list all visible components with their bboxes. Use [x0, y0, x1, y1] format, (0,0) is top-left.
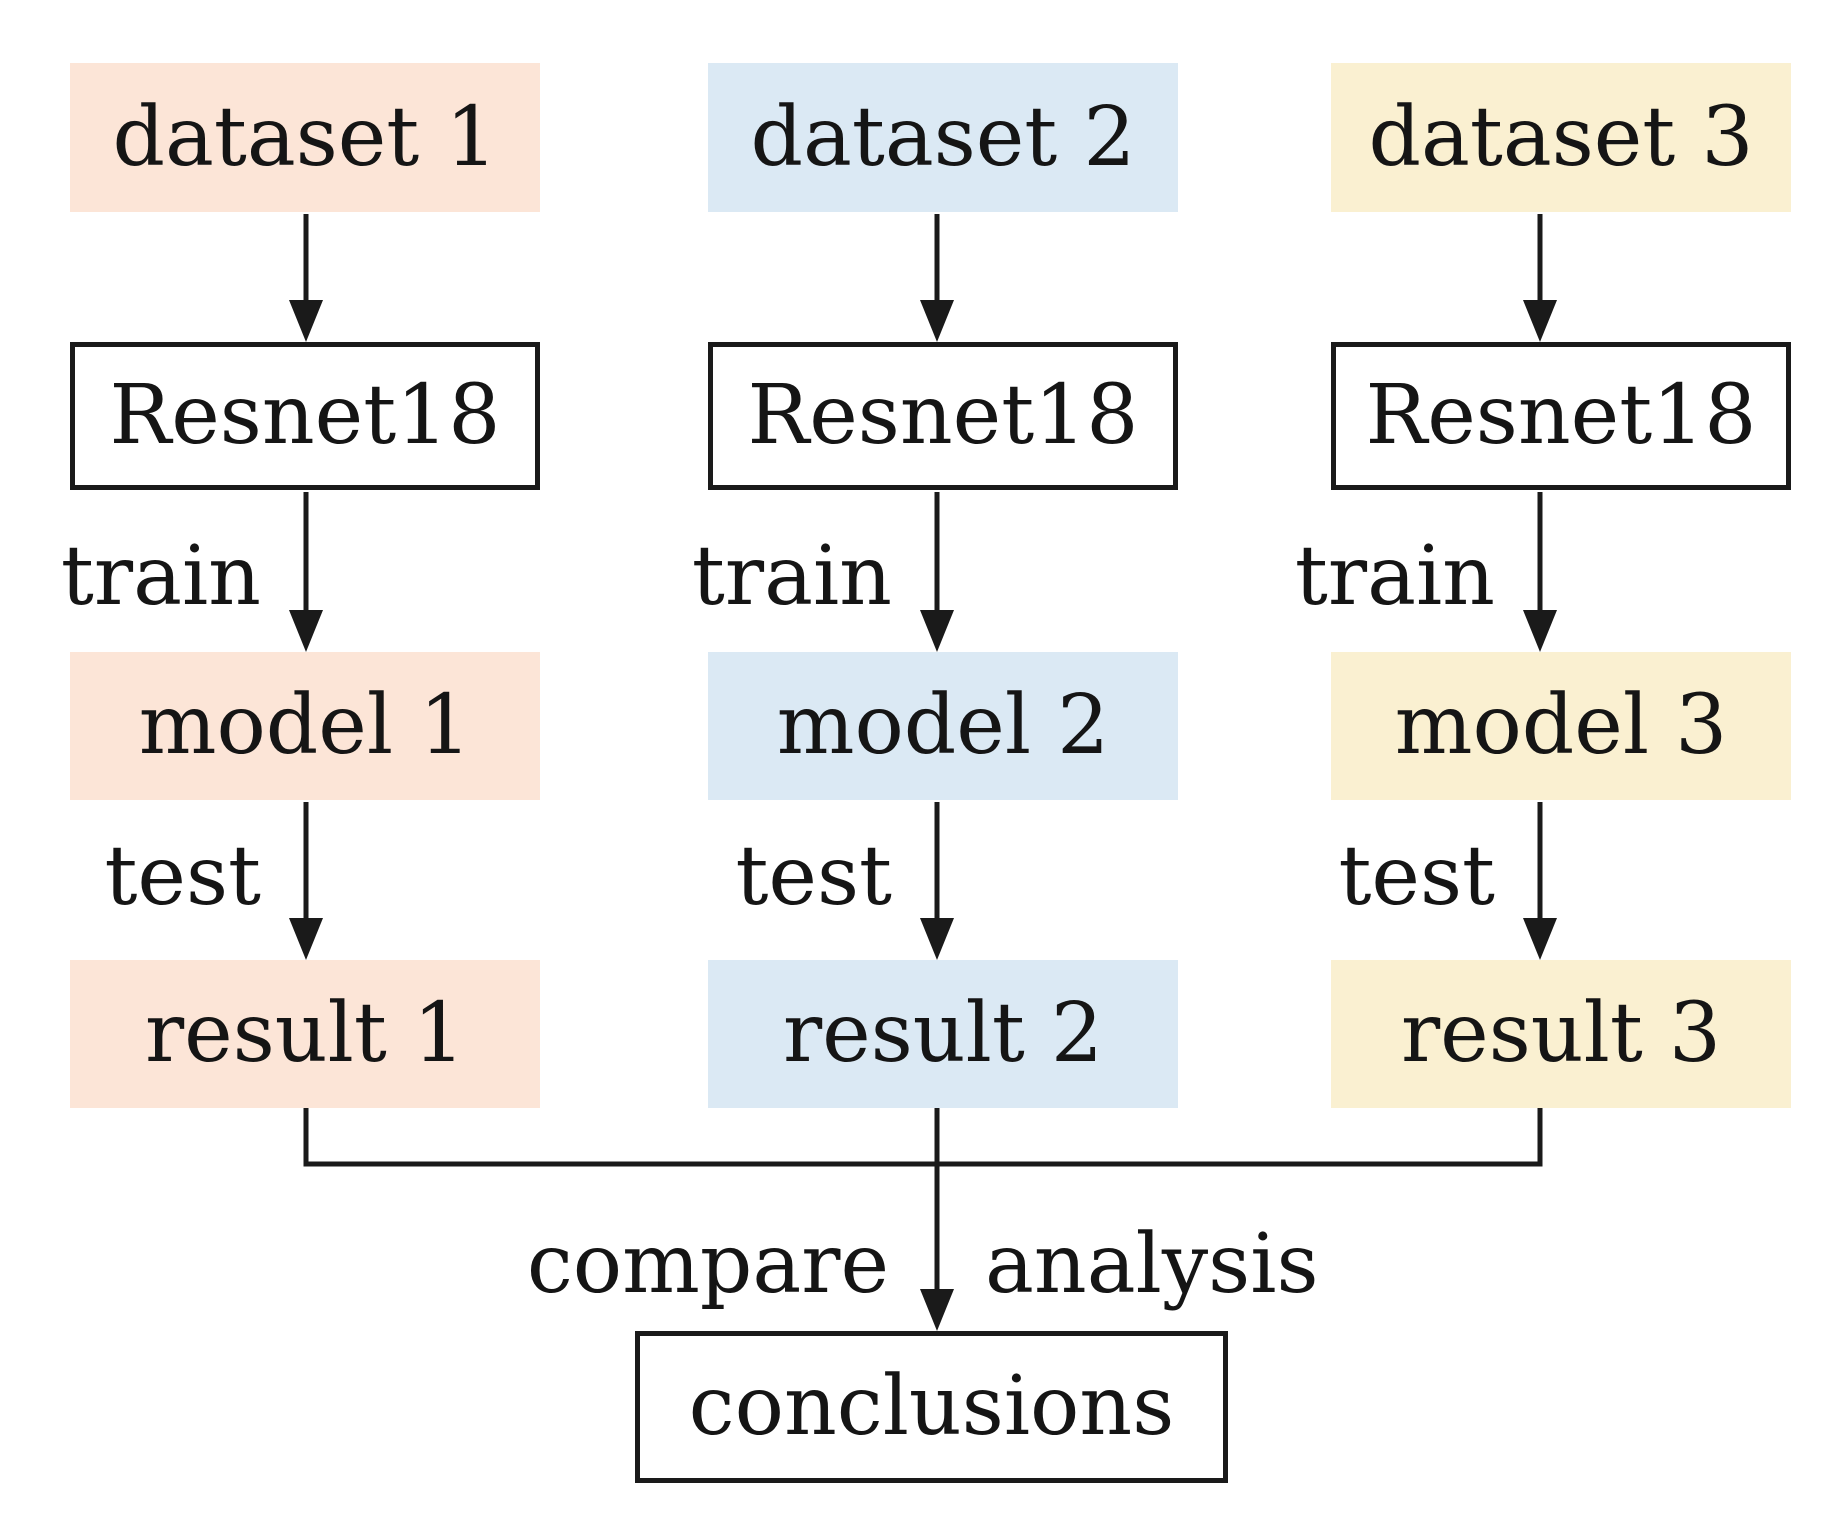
arrowhead-resnet1-to-model1 — [289, 610, 323, 652]
dataset-1-box: dataset 1 — [70, 63, 540, 212]
arrowhead-resnet3-to-model3 — [1523, 610, 1557, 652]
analysis-label: analysis — [985, 1217, 1319, 1312]
result-2-box: result 2 — [708, 960, 1178, 1108]
dataset-3-box: dataset 3 — [1331, 63, 1791, 212]
result-1-box: result 1 — [70, 960, 540, 1108]
arrowhead-model3-to-result3 — [1523, 918, 1557, 960]
arrowhead-model2-to-result2 — [920, 918, 954, 960]
resnet18-box-1: Resnet18 — [70, 342, 540, 490]
resnet18-box-3: Resnet18 — [1331, 342, 1791, 490]
arrowhead-dataset1-to-resnet1 — [289, 300, 323, 342]
test-label-3: test — [1338, 829, 1495, 924]
result-3-box: result 3 — [1331, 960, 1791, 1108]
train-label-2: train — [691, 529, 892, 624]
test-label-2: test — [735, 829, 892, 924]
compare-label: compare — [526, 1217, 889, 1312]
test-label-1: test — [104, 829, 261, 924]
model-1-box: model 1 — [70, 652, 540, 800]
resnet18-box-2: Resnet18 — [708, 342, 1178, 490]
conclusions-box: conclusions — [635, 1331, 1228, 1483]
arrowhead-results-to-conclusions — [920, 1289, 954, 1331]
train-label-3: train — [1294, 529, 1495, 624]
model-3-box: model 3 — [1331, 652, 1791, 800]
model-2-box: model 2 — [708, 652, 1178, 800]
arrowhead-resnet2-to-model2 — [920, 610, 954, 652]
dataset-2-box: dataset 2 — [708, 63, 1178, 212]
arrowhead-model1-to-result1 — [289, 918, 323, 960]
train-label-1: train — [60, 529, 261, 624]
arrowhead-dataset3-to-resnet3 — [1523, 300, 1557, 342]
arrowhead-dataset2-to-resnet2 — [920, 300, 954, 342]
